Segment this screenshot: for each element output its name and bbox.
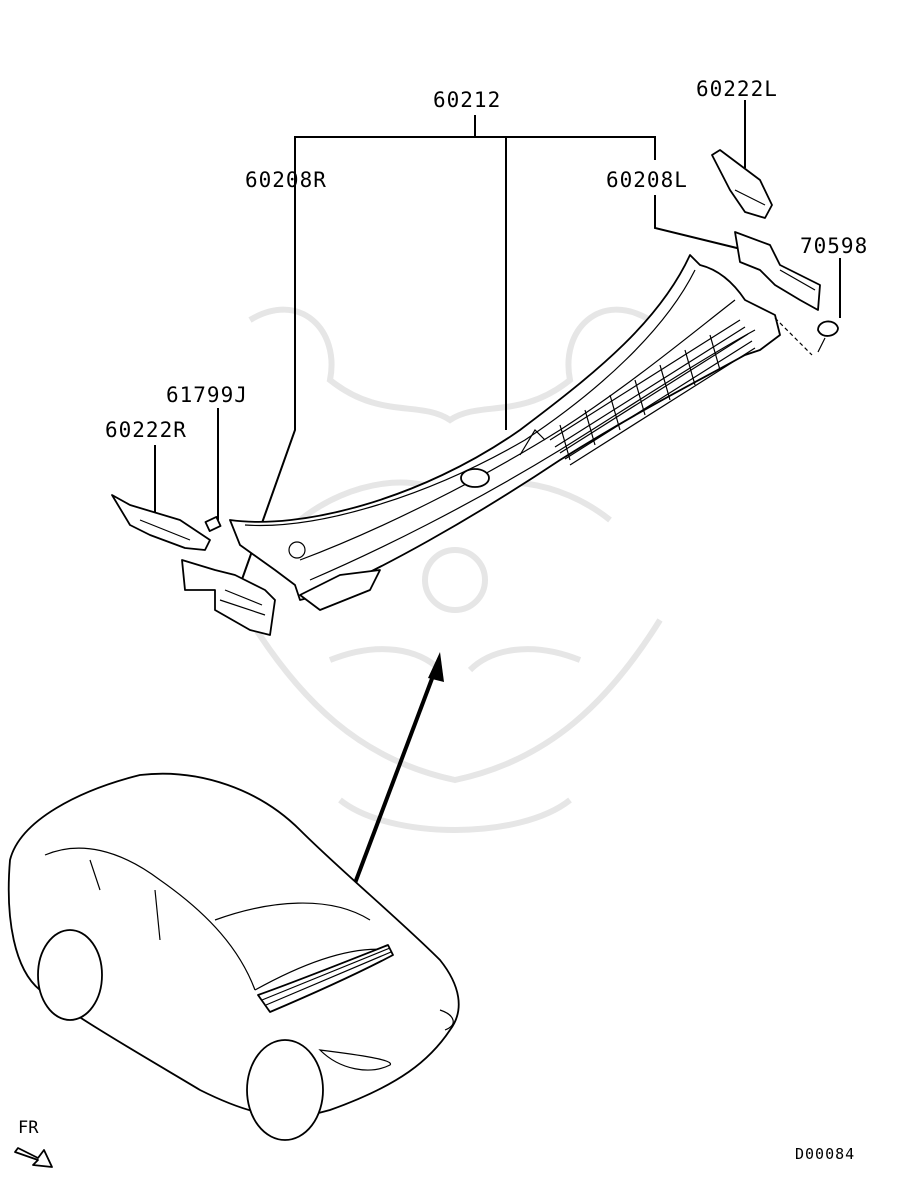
watermark-emblem (247, 306, 663, 833)
label-60212: 60212 (433, 88, 501, 112)
cowl-side-left-part (734, 231, 821, 311)
direction-label: FR (18, 1118, 39, 1138)
cowl-side-right-part (181, 559, 276, 636)
clip-part (774, 317, 839, 356)
label-70598: 70598 (800, 234, 868, 258)
vent-grille (549, 319, 756, 466)
bracket-left-part (711, 149, 773, 219)
seal-part (204, 516, 222, 532)
label-60208L: 60208L (606, 168, 688, 192)
label-60222R: 60222R (105, 418, 187, 442)
location-arrow (341, 652, 444, 916)
bracket-right-part (111, 494, 211, 551)
diagram-code: D00084 (795, 1145, 855, 1163)
cowl-top-panel (229, 254, 781, 611)
label-60222L: 60222L (696, 77, 778, 101)
vehicle-outline (7, 772, 460, 1141)
arrow-icon (14, 1147, 53, 1168)
label-60208R: 60208R (245, 168, 327, 192)
front-direction-indicator: FR (14, 1118, 53, 1168)
label-61799J: 61799J (166, 383, 248, 407)
